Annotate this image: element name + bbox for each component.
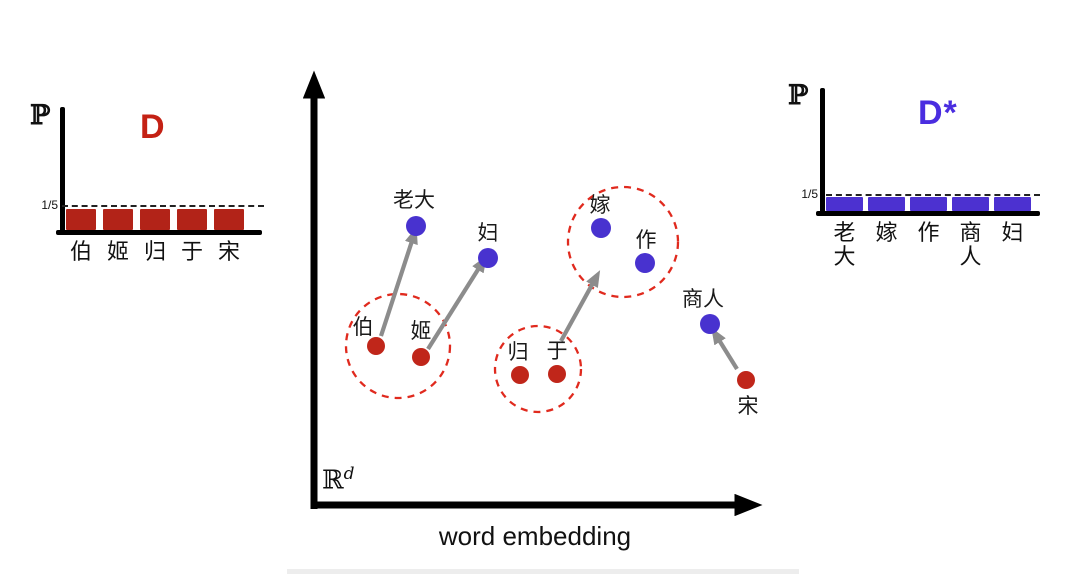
bars-D [66, 209, 244, 230]
point-label: 商人 [682, 288, 724, 311]
category-label: 作 [917, 220, 940, 245]
category-label: 姬 [106, 239, 129, 264]
prob-bar [994, 197, 1031, 211]
y-axis-line [820, 88, 825, 216]
mapping-arrow [379, 227, 418, 337]
category-label: 商人 [959, 220, 982, 269]
ancient-point [511, 366, 529, 384]
cluster-circle-归-于 [493, 324, 583, 414]
y-axis-line [60, 107, 65, 235]
prob-bar [140, 209, 170, 230]
modern-point [478, 248, 498, 268]
point-label: 宋 [738, 395, 759, 418]
modern-point [635, 253, 655, 273]
point-label: 伯 [353, 316, 374, 339]
uniform-reference-line [62, 205, 264, 207]
category-label: 妇 [1001, 220, 1024, 245]
bars-D-star [826, 197, 1031, 211]
cluster-circle-伯-姬 [344, 292, 452, 400]
point-label: 于 [547, 340, 568, 363]
uniform-reference-line [826, 194, 1040, 196]
mapping-arrow [559, 270, 601, 343]
chart-title-D-star: D* [918, 94, 958, 132]
scatter-content: 伯 姬归于宋 老大妇 嫁作商人 [344, 185, 759, 418]
point-label: 老大 [393, 189, 435, 212]
distribution-chart-D: ℙ D 1/5 伯姬归于宋 [28, 98, 278, 280]
prob-bar [214, 209, 244, 230]
probability-axis-symbol: ℙ [30, 100, 51, 131]
distribution-chart-D-star: ℙ D* 1/5 老大嫁作商人妇 [785, 78, 1060, 278]
categories-D-star: 老大嫁作商人妇 [826, 221, 1031, 269]
prob-bar [868, 197, 905, 211]
category-label: 伯 [69, 239, 92, 264]
prob-bar [826, 197, 863, 211]
category-label: 老大 [833, 220, 856, 269]
x-axis-caption: word embedding [438, 521, 632, 551]
point-label: 嫁 [590, 194, 611, 217]
category-label: 于 [180, 239, 203, 264]
ancient-point [367, 337, 385, 355]
dimension-superscript: d [343, 464, 355, 484]
point-label: 妇 [478, 222, 499, 245]
tick-label-one-fifth: 1/5 [41, 198, 58, 212]
category-label: 归 [143, 239, 166, 264]
point-label: 作 [636, 229, 657, 252]
modern-point [591, 218, 611, 238]
modern-point [406, 216, 426, 236]
mapping-arrow [711, 327, 739, 371]
ancient-point [412, 348, 430, 366]
point-label: 归 [508, 341, 529, 364]
real-space-symbol: ℝ [322, 465, 344, 496]
x-axis-line [816, 211, 1040, 216]
embedding-space-label: ℝd [322, 464, 355, 496]
mapping-arrow [426, 255, 487, 351]
modern-point [700, 314, 720, 334]
probability-axis-symbol: ℙ [788, 80, 809, 111]
point-label: 姬 [411, 320, 432, 343]
category-label: 嫁 [875, 220, 898, 245]
x-axis-line [56, 230, 262, 235]
prob-bar [177, 209, 207, 230]
prob-bar [103, 209, 133, 230]
cluster-circle-嫁-作 [566, 185, 680, 299]
prob-bar [910, 197, 947, 211]
prob-bar [952, 197, 989, 211]
prob-bar [66, 209, 96, 230]
categories-D: 伯姬归于宋 [66, 240, 244, 264]
ancient-point [737, 371, 755, 389]
tick-label-one-fifth: 1/5 [801, 187, 818, 201]
slide-edge-strip [287, 569, 799, 574]
chart-title-D: D [140, 108, 166, 146]
category-label: 宋 [217, 239, 240, 264]
ancient-point [548, 365, 566, 383]
